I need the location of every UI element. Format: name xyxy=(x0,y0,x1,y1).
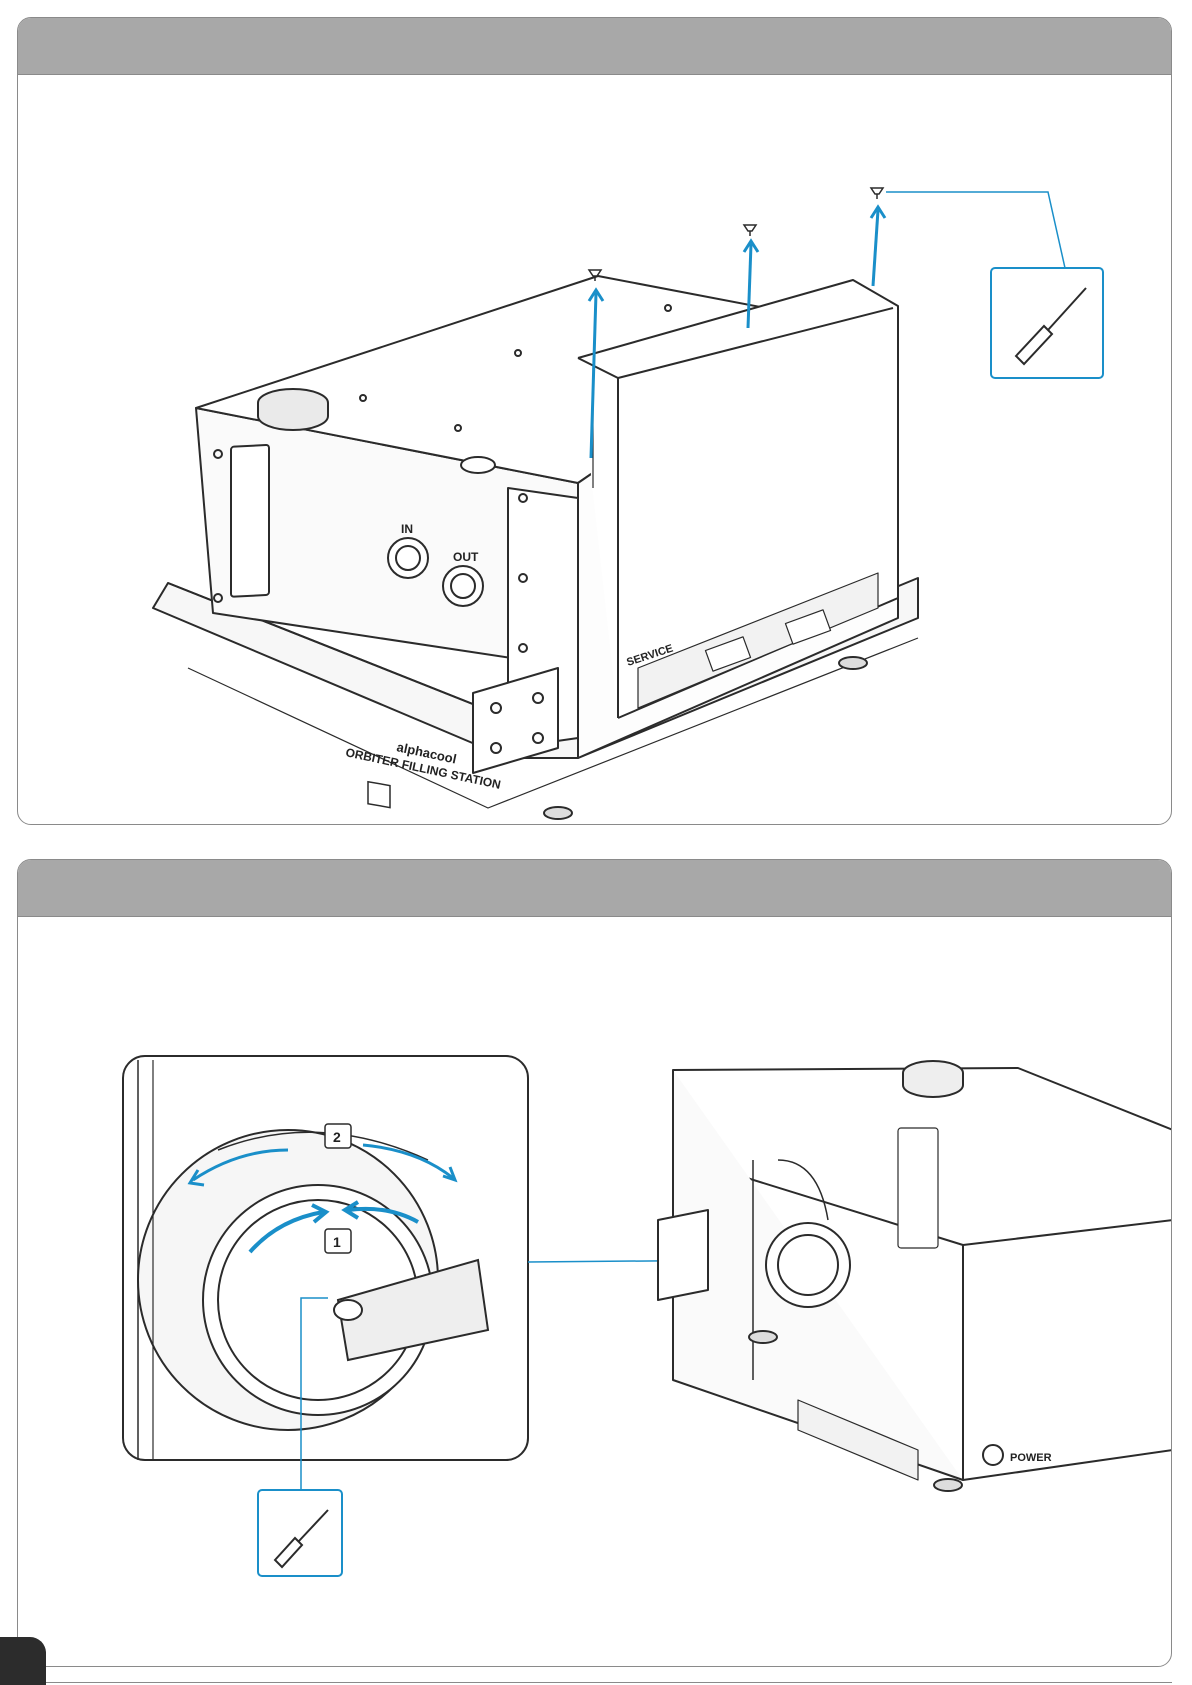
unit-illustration-top: IN OUT SERVICE alphacool ORBITER FILLING… xyxy=(18,18,1172,825)
label-in: IN xyxy=(401,522,413,536)
zoom-detail: 2 1 xyxy=(123,1056,528,1460)
page-number-tab xyxy=(0,1637,46,1685)
step-panel-pump-ring: 2 1 xyxy=(17,859,1172,1667)
label-out: OUT xyxy=(453,550,479,564)
step-panel-remove-screws: IN OUT SERVICE alphacool ORBITER FILLING… xyxy=(17,17,1172,825)
bottom-rule xyxy=(46,1682,1172,1683)
step-label-1: 1 xyxy=(333,1234,341,1250)
pump-illustration: 2 1 xyxy=(18,860,1172,1667)
label-power: POWER xyxy=(1010,1452,1052,1464)
screw-icon xyxy=(589,188,883,281)
screwdriver-icon xyxy=(258,1490,342,1576)
step-label-2: 2 xyxy=(333,1129,341,1145)
unit-open-view xyxy=(658,1061,1172,1491)
screwdriver-icon xyxy=(991,268,1103,378)
